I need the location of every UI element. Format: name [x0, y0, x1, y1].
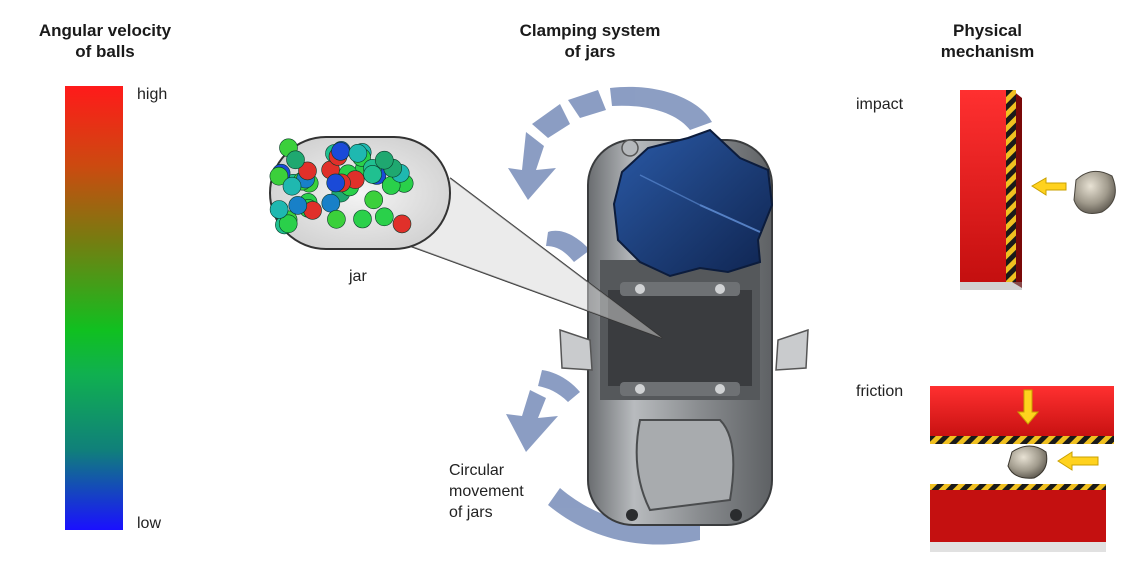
colorbar-low-label: low	[137, 515, 162, 532]
jar-balls	[269, 138, 414, 235]
ball	[321, 193, 341, 213]
colorbar-title: Angular velocity of balls	[38, 21, 172, 61]
ball	[269, 200, 289, 219]
impact-label: impact	[856, 96, 904, 113]
physical-mechanism-title: Physical mechanism	[940, 21, 1035, 61]
ball	[363, 165, 382, 184]
stone-icon	[1073, 170, 1116, 214]
ball	[288, 196, 308, 215]
clamping-device	[559, 128, 809, 526]
ball	[392, 214, 412, 234]
ball	[298, 161, 317, 181]
ball	[374, 150, 394, 170]
yellow-arrow-icon	[1031, 177, 1067, 196]
ball	[353, 209, 372, 229]
stone-icon	[1007, 445, 1048, 479]
ball	[327, 210, 346, 229]
ball	[282, 176, 302, 196]
ball	[374, 207, 394, 227]
colorbar-high-label: high	[137, 86, 168, 103]
ball	[348, 144, 368, 163]
ball	[278, 214, 298, 234]
clamping-system-title: Clamping system of jars	[519, 21, 661, 61]
ball	[331, 142, 350, 161]
knob-icon	[612, 128, 774, 278]
impact-block	[960, 90, 1022, 290]
ball	[286, 150, 305, 170]
friction-label: friction	[856, 383, 904, 400]
friction-blocks	[930, 386, 1114, 552]
ball	[326, 173, 346, 193]
rotation-arrow-icon	[506, 86, 712, 545]
velocity-colorbar	[65, 86, 123, 530]
circular-movement-label: Circular movement of jars	[449, 462, 524, 521]
ball	[269, 166, 289, 186]
yellow-arrow-icon	[1016, 389, 1099, 471]
jar-label: jar	[349, 268, 367, 285]
ball	[364, 190, 384, 210]
